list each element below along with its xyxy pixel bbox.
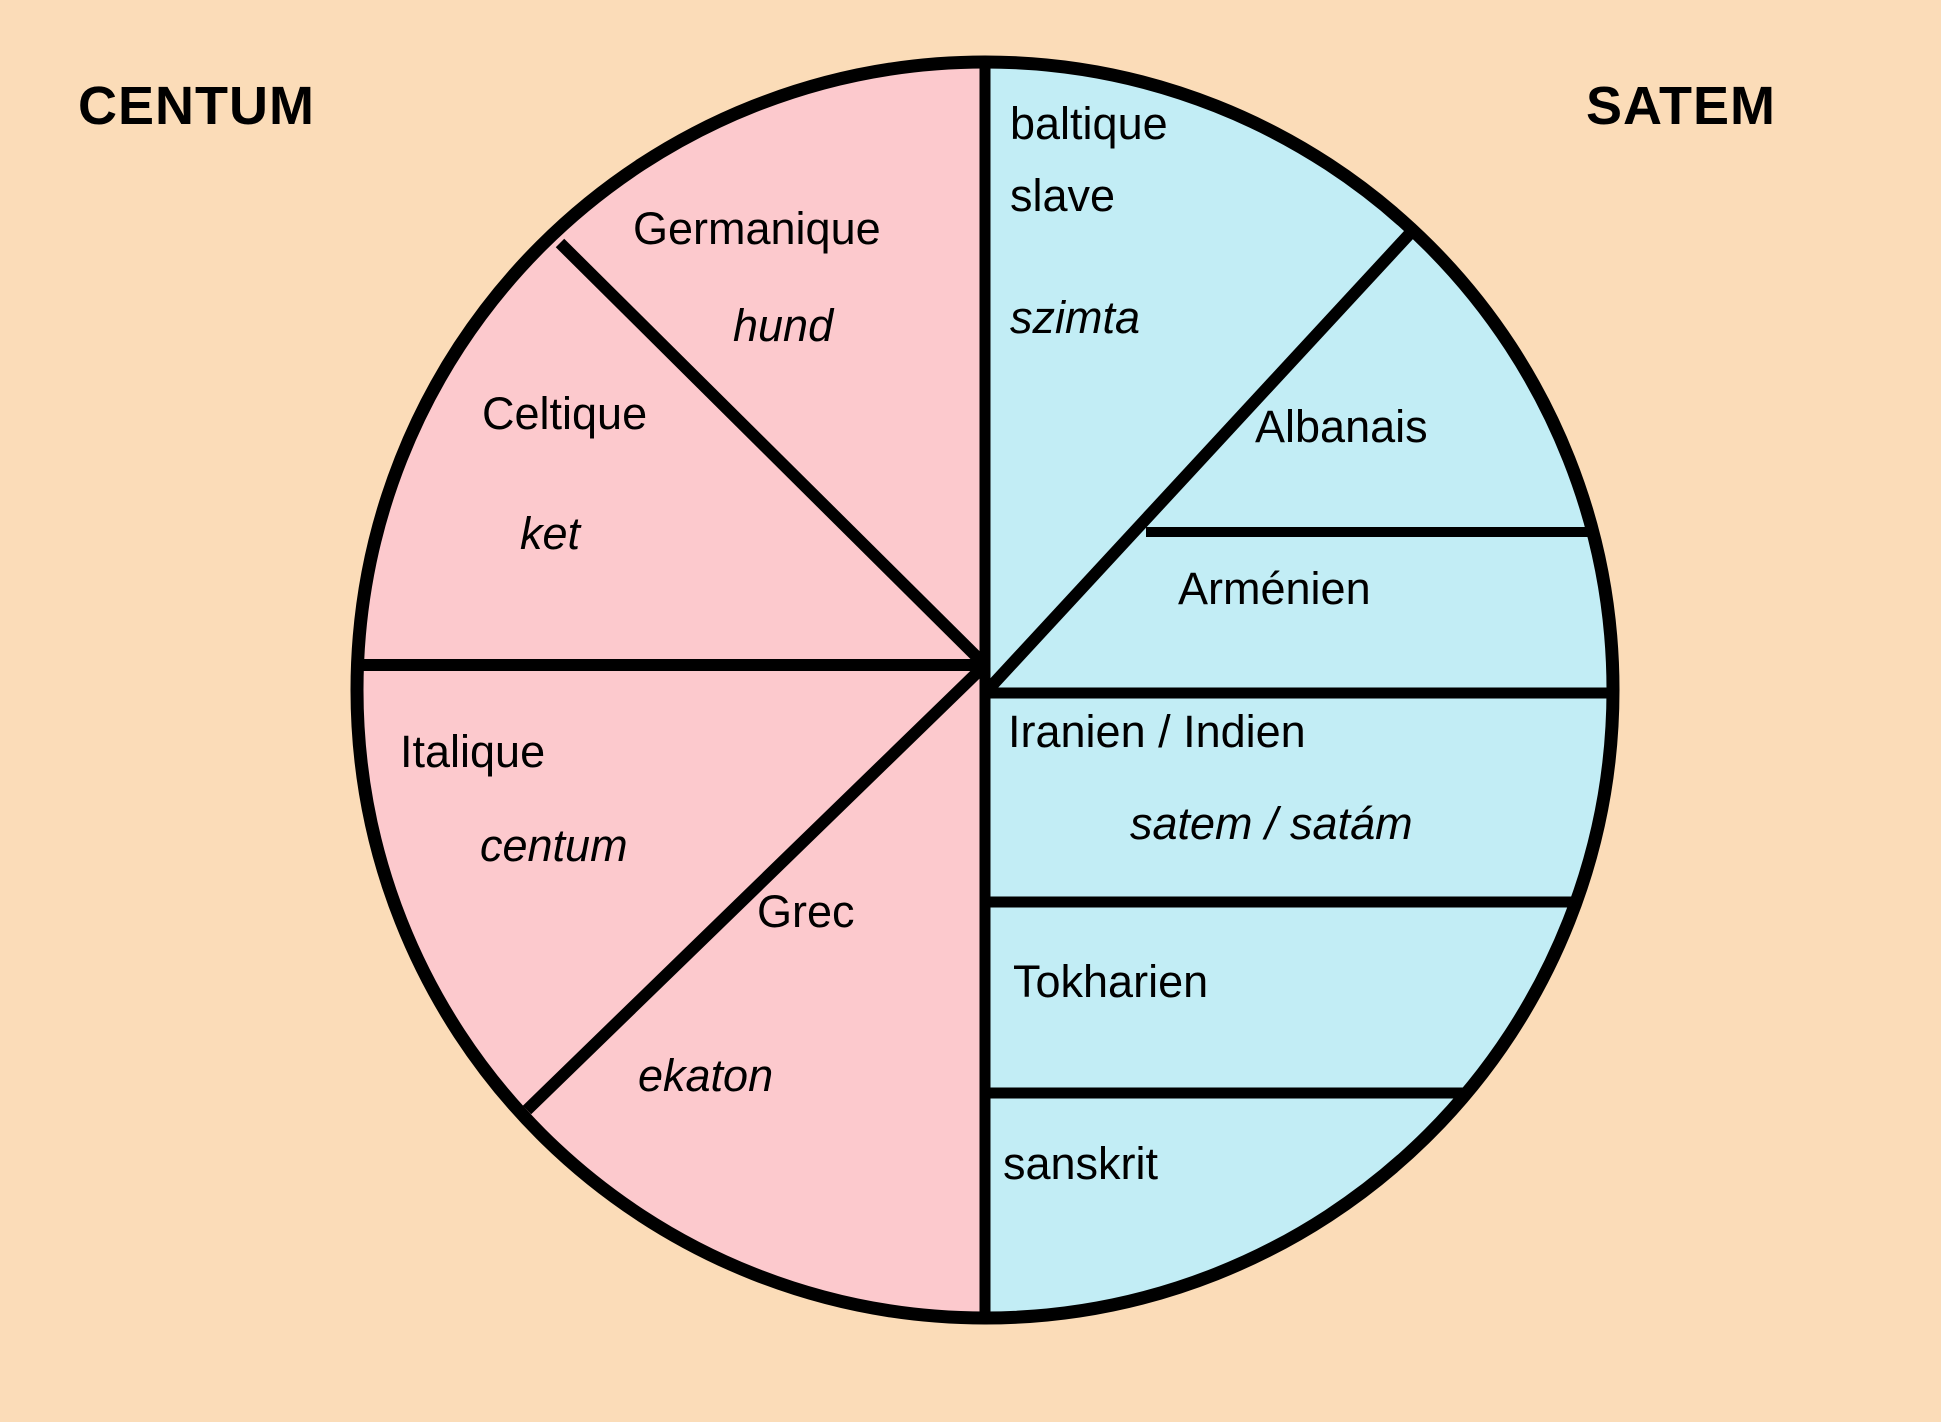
branch-label-italique: Italique — [400, 726, 546, 777]
branch-word-centum: centum — [480, 820, 628, 871]
branch-label-armenien: Arménien — [1178, 563, 1371, 614]
centum-half-fill — [357, 62, 985, 1318]
branch-word-ekaton: ekaton — [638, 1050, 774, 1101]
branch-label-germanique: Germanique — [633, 203, 881, 254]
branch-word-ket: ket — [520, 508, 581, 559]
divider-baltique-albanais — [980, 223, 1420, 698]
branch-label-tokharien: Tokharien — [1013, 956, 1209, 1007]
branch-label-slave: slave — [1010, 170, 1116, 221]
divider-italique-grec — [522, 660, 990, 1115]
satem-group-title: SATEM — [1586, 76, 1776, 136]
branch-label-albanais: Albanais — [1255, 401, 1428, 452]
divider-germanique-celtique — [555, 238, 990, 670]
branch-label-sanskrit: sanskrit — [1003, 1138, 1159, 1189]
branch-word-satem-satam: satem / satám — [1130, 798, 1413, 849]
branch-word-hund: hund — [733, 300, 834, 351]
centum-group-title: CENTUM — [78, 76, 315, 136]
branch-label-iranien-indien: Iranien / Indien — [1008, 706, 1306, 757]
branch-word-szimta: szimta — [1010, 292, 1141, 343]
internal-dividers — [357, 223, 1613, 1115]
branch-label-celtique: Celtique — [482, 388, 648, 439]
branch-label-grec: Grec — [757, 886, 855, 937]
branch-label-baltique: baltique — [1010, 98, 1168, 149]
